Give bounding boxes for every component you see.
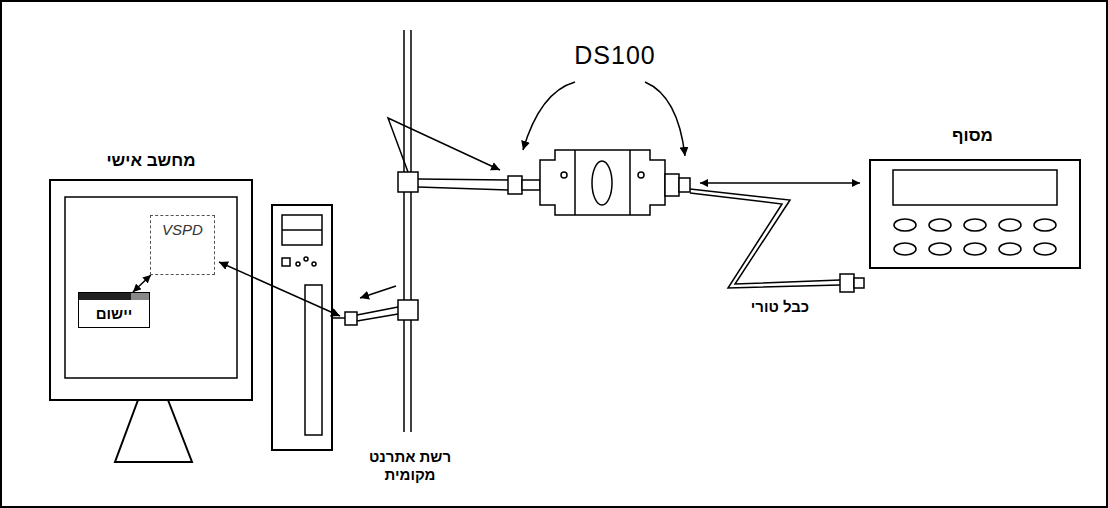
ethernet-bus	[398, 172, 418, 192]
serial-cable	[690, 193, 840, 288]
terminal	[929, 219, 951, 231]
network-cable	[418, 179, 508, 180]
ds100-device	[561, 172, 567, 178]
flow-arrow	[219, 262, 340, 316]
serial-cable	[690, 189, 864, 292]
terminal	[870, 160, 1080, 268]
network-cable	[508, 176, 522, 194]
serial-cable	[690, 189, 840, 284]
terminal	[964, 219, 986, 231]
node-label: יישום	[79, 304, 149, 323]
ethernet-bus	[403, 30, 405, 432]
network-cable	[522, 180, 540, 190]
ds100-device	[592, 161, 612, 205]
terminal	[999, 243, 1021, 255]
network-cable	[357, 314, 398, 321]
computer-tower	[282, 215, 322, 245]
terminal-unit: מסוף	[860, 125, 1085, 275]
flow-arrow	[523, 82, 575, 150]
network-cable	[357, 176, 540, 321]
flow-arrow	[388, 118, 500, 172]
device-server: DS100	[530, 40, 700, 222]
computer-tower	[296, 262, 300, 266]
serial-cable	[854, 278, 864, 288]
network-cable	[418, 187, 508, 190]
ds100-device	[540, 150, 665, 215]
terminal	[894, 243, 916, 255]
terminal	[1034, 219, 1056, 231]
double-arrow	[133, 275, 151, 292]
terminal	[964, 243, 986, 255]
network-cable	[357, 307, 398, 315]
monitor	[50, 180, 252, 400]
ds100-device	[665, 174, 679, 196]
terminal	[894, 219, 916, 231]
flow-arrow	[219, 82, 685, 316]
terminal	[893, 170, 1057, 205]
terminal	[894, 219, 1056, 255]
monitor	[50, 180, 252, 462]
ethernet-bus	[398, 300, 418, 320]
computer-tower	[345, 312, 357, 325]
ds100-device	[638, 172, 644, 178]
node-label: DS100	[530, 40, 700, 70]
computer-tower	[312, 262, 316, 266]
monitor	[65, 197, 237, 378]
terminal	[999, 219, 1021, 231]
computer-tower	[332, 317, 345, 319]
serial-cable	[840, 274, 854, 292]
network-label: רשת אתרנט מקומית	[350, 448, 470, 484]
computer-monitor: מחשב אישי VSPD יישום	[50, 150, 252, 400]
flow-arrow	[645, 82, 685, 156]
double-arrow	[700, 182, 860, 184]
monitor	[115, 400, 192, 462]
virtual-port-box: VSPD	[150, 215, 215, 275]
node-label: VSPD	[151, 221, 214, 238]
terminal	[870, 160, 1080, 268]
computer-tower	[282, 229, 322, 231]
computer-tower	[272, 205, 332, 450]
computer-tower	[304, 257, 308, 261]
ethernet-bus	[398, 30, 418, 432]
computer-tower	[272, 205, 357, 450]
terminal	[1034, 243, 1056, 255]
cable-label: כבל טורי	[730, 298, 830, 316]
node-label: מסוף	[860, 125, 1085, 147]
application-window: יישום	[78, 292, 150, 328]
title-bar-shade	[131, 293, 149, 300]
node-label: מחשב אישי	[50, 150, 252, 172]
ds100-device	[540, 150, 690, 215]
terminal	[929, 243, 951, 255]
ethernet-bus	[410, 30, 412, 432]
computer-tower	[282, 258, 290, 266]
flow-arrow	[360, 286, 396, 298]
ds100-device	[629, 150, 631, 215]
ds100-device	[574, 150, 576, 215]
ds100-device	[679, 178, 690, 192]
